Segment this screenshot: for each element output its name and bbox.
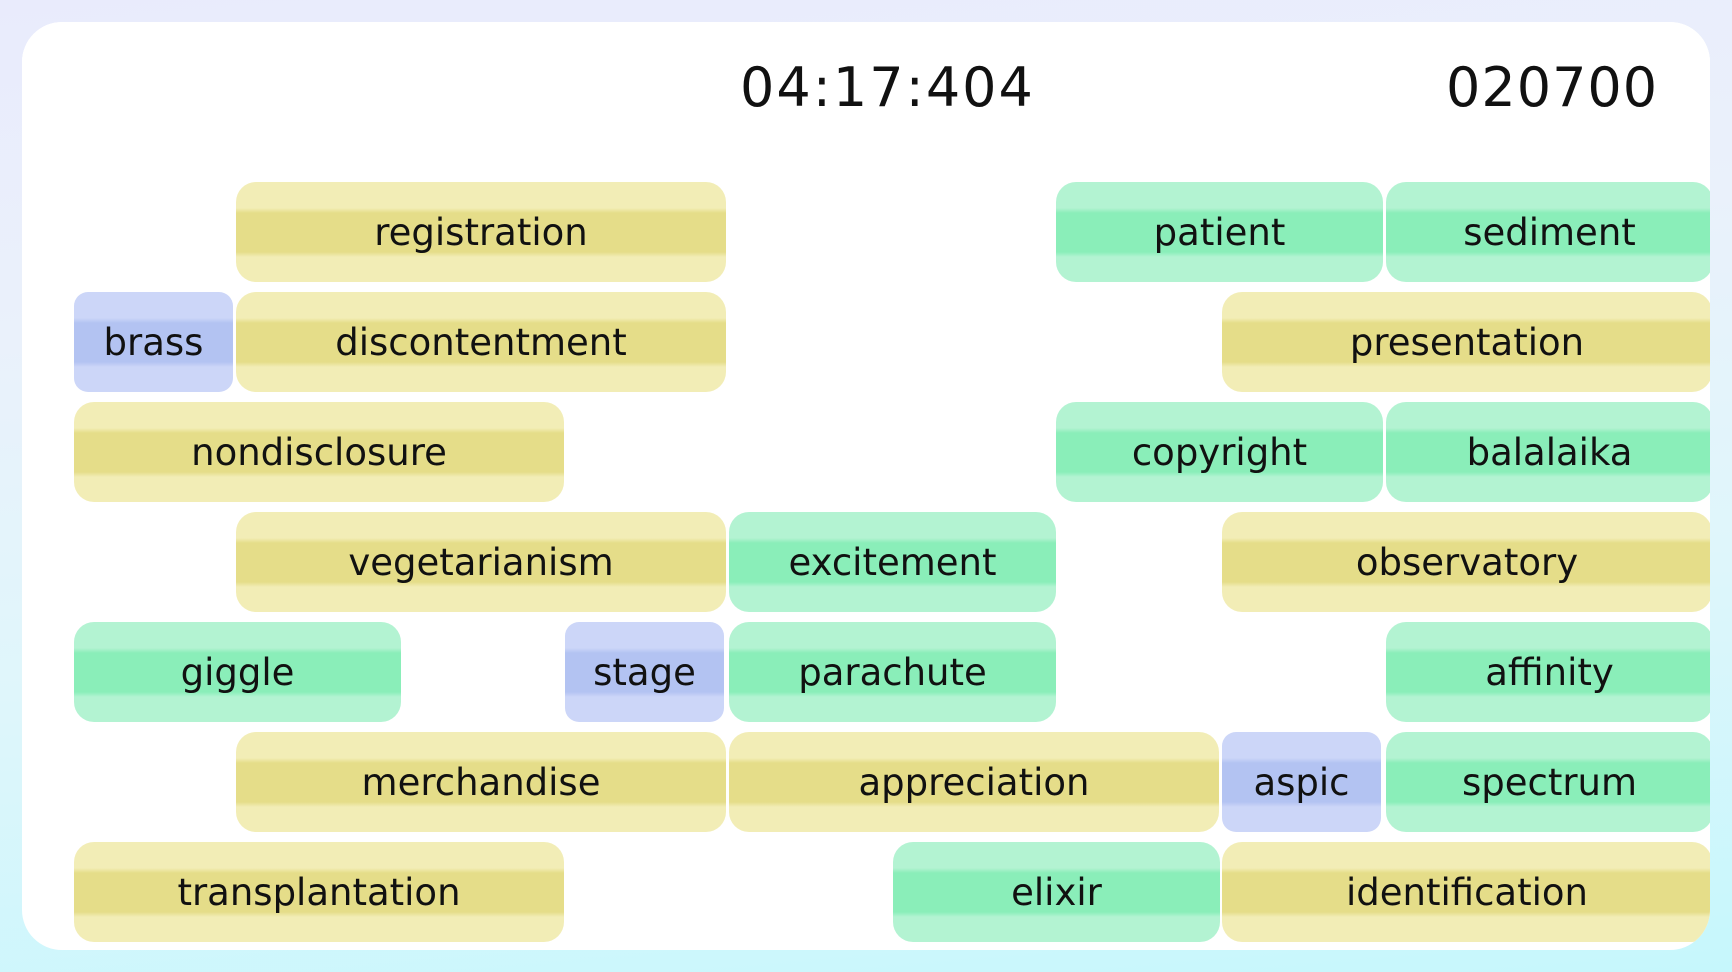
word-pill-balalaika[interactable]: balalaika xyxy=(1386,402,1710,502)
hud-bar: 04:17:404 020700 xyxy=(22,22,1710,140)
word-pill-label: elixir xyxy=(1011,870,1102,914)
word-pill-vegetarianism[interactable]: vegetarianism xyxy=(236,512,726,612)
word-pill-label: brass xyxy=(103,320,204,364)
word-pill-presentation[interactable]: presentation xyxy=(1222,292,1710,392)
word-pill-label: aspic xyxy=(1253,760,1350,804)
word-pill-merchandise[interactable]: merchandise xyxy=(236,732,726,832)
word-pill-label: parachute xyxy=(798,650,987,694)
word-pill-label: balalaika xyxy=(1466,430,1633,474)
word-pill-observatory[interactable]: observatory xyxy=(1222,512,1710,612)
word-pill-label: presentation xyxy=(1349,320,1585,364)
word-pill-elixir[interactable]: elixir xyxy=(893,842,1220,942)
word-pill-label: excitement xyxy=(788,540,997,584)
word-pill-excitement[interactable]: excitement xyxy=(729,512,1056,612)
word-pill-label: vegetarianism xyxy=(348,540,614,584)
score-display: 020700 xyxy=(1446,56,1659,119)
word-pill-transplantation[interactable]: transplantation xyxy=(74,842,564,942)
word-pill-label: stage xyxy=(593,650,696,694)
word-pill-label: registration xyxy=(374,210,588,254)
word-pill-label: identification xyxy=(1346,870,1588,914)
word-pill-nondisclosure[interactable]: nondisclosure xyxy=(74,402,564,502)
word-pill-identification[interactable]: identification xyxy=(1222,842,1710,942)
word-pill-label: copyright xyxy=(1131,430,1308,474)
word-pill-label: nondisclosure xyxy=(191,430,447,474)
word-pill-label: merchandise xyxy=(361,760,601,804)
word-pill-label: affinity xyxy=(1485,650,1614,694)
word-pill-appreciation[interactable]: appreciation xyxy=(729,732,1219,832)
word-pill-parachute[interactable]: parachute xyxy=(729,622,1056,722)
word-pill-copyright[interactable]: copyright xyxy=(1056,402,1383,502)
word-pill-label: giggle xyxy=(180,650,295,694)
word-pill-label: appreciation xyxy=(858,760,1090,804)
word-pill-registration[interactable]: registration xyxy=(236,182,726,282)
word-pill-affinity[interactable]: affinity xyxy=(1386,622,1710,722)
timer-display: 04:17:404 xyxy=(740,56,1035,119)
word-pill-field: registration patient sediment brass disconte… xyxy=(22,22,1710,950)
word-pill-label: sediment xyxy=(1463,210,1636,254)
word-pill-label: discontentment xyxy=(335,320,627,364)
word-pill-sediment[interactable]: sediment xyxy=(1386,182,1710,282)
word-pill-label: transplantation xyxy=(177,870,461,914)
word-pill-aspic[interactable]: aspic xyxy=(1222,732,1381,832)
word-pill-patient[interactable]: patient xyxy=(1056,182,1383,282)
word-pill-spectrum[interactable]: spectrum xyxy=(1386,732,1710,832)
word-pill-discontentment[interactable]: discontentment xyxy=(236,292,726,392)
game-board: registration patient sediment brass disconte… xyxy=(22,22,1710,950)
word-pill-label: spectrum xyxy=(1461,760,1638,804)
word-pill-stage[interactable]: stage xyxy=(565,622,724,722)
word-pill-brass[interactable]: brass xyxy=(74,292,233,392)
word-pill-label: patient xyxy=(1153,210,1286,254)
word-pill-giggle[interactable]: giggle xyxy=(74,622,401,722)
word-pill-label: observatory xyxy=(1355,540,1579,584)
